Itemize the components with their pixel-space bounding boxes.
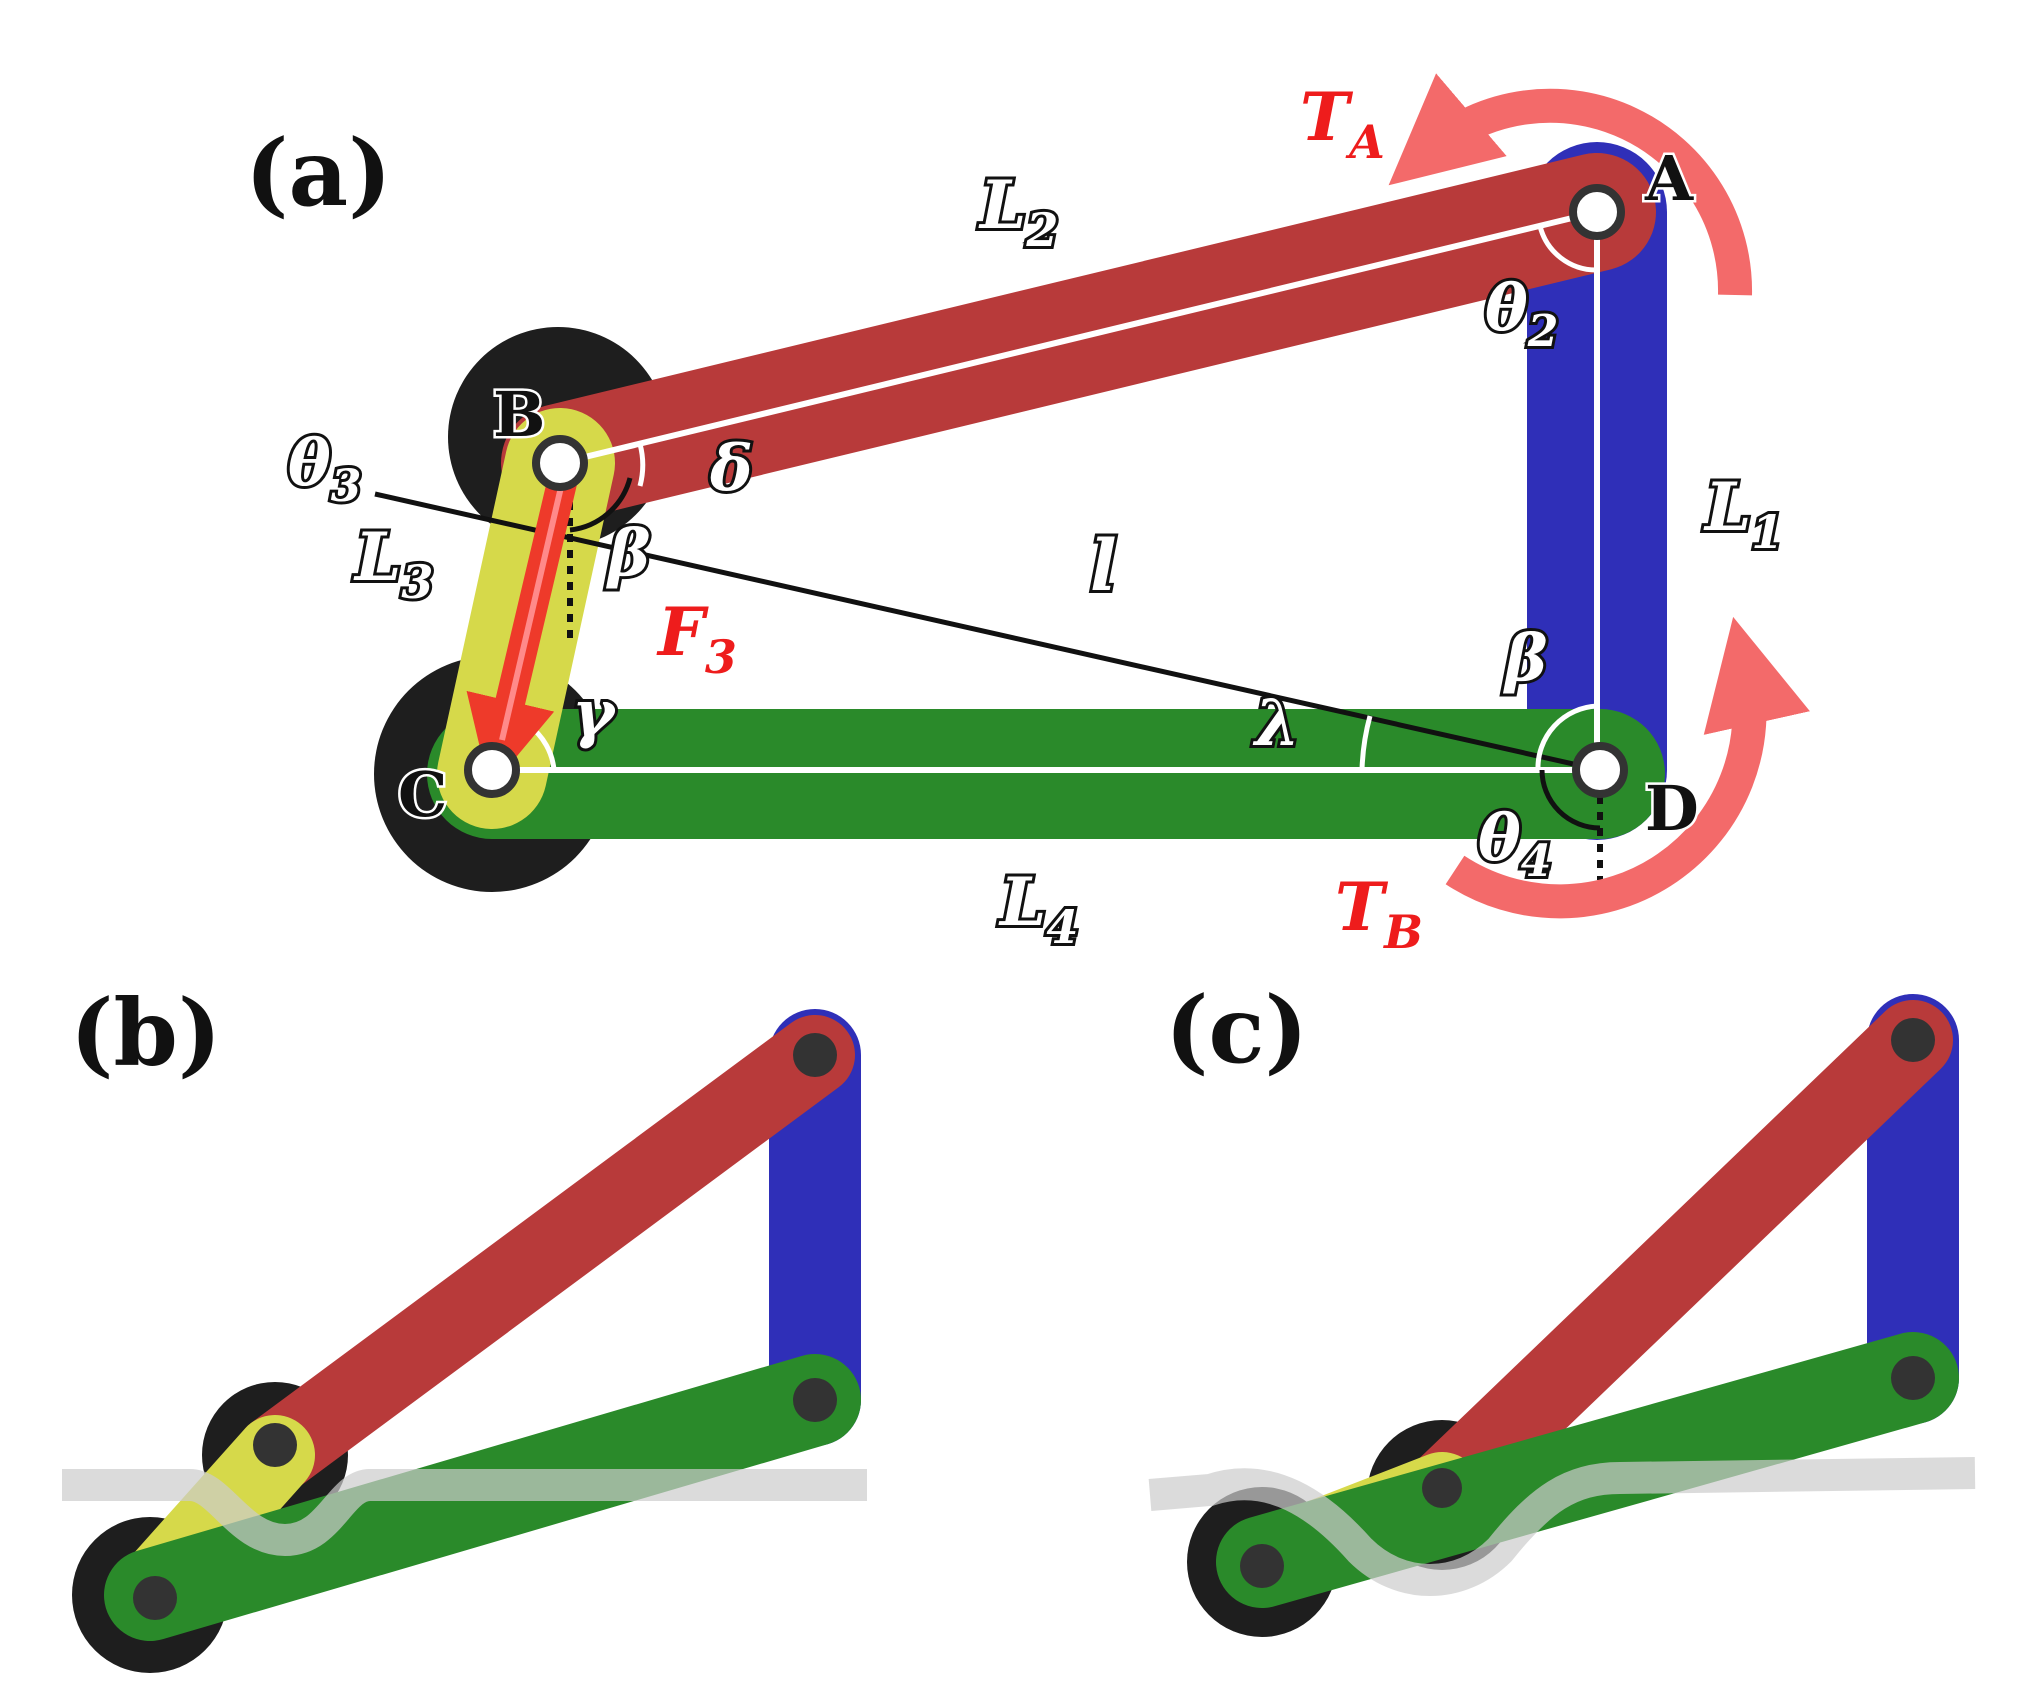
arc-lambda bbox=[1359, 715, 1373, 771]
torque-TB-arrow bbox=[1445, 616, 1810, 919]
label-TB: TB bbox=[1335, 868, 1423, 959]
label-L4: L4 bbox=[998, 863, 1078, 954]
point-label-A: A bbox=[1644, 142, 1694, 215]
torque-TA-arrow bbox=[1388, 73, 1753, 296]
panel-a-label: (a) bbox=[245, 119, 392, 227]
point-label-C: C bbox=[398, 758, 447, 831]
label-L1: L1 bbox=[1703, 468, 1783, 559]
label-L2: L2 bbox=[978, 166, 1058, 257]
label-lambda: λ bbox=[1252, 686, 1300, 761]
pivot-c-A bbox=[1891, 1018, 1935, 1062]
ground-b bbox=[62, 1469, 867, 1557]
panel-b-label: (b) bbox=[70, 979, 221, 1087]
pivot-c-C bbox=[1240, 1544, 1284, 1588]
link-c-L2 bbox=[1402, 1000, 1953, 1532]
label-TA: TA bbox=[1300, 78, 1385, 169]
pivot-b-C bbox=[133, 1576, 177, 1620]
label-theta4: θ4 bbox=[1478, 801, 1551, 887]
pivot-D bbox=[1572, 742, 1628, 798]
pivot-A bbox=[1569, 184, 1625, 240]
pivot-b-A bbox=[793, 1033, 837, 1077]
label-gamma: γ bbox=[572, 676, 617, 751]
label-beta-d: β bbox=[1503, 621, 1548, 696]
arc-theta4 bbox=[1539, 769, 1601, 831]
panel-c-label: (c) bbox=[1165, 976, 1308, 1084]
force-F3-arrow-highlight bbox=[499, 469, 568, 741]
label-delta: δ bbox=[709, 431, 753, 506]
diagonal-l bbox=[374, 491, 1601, 773]
label-theta2: θ2 bbox=[1485, 271, 1558, 357]
panel-b: (b) bbox=[62, 979, 867, 1673]
arc-theta2 bbox=[1537, 225, 1598, 273]
pivot-C bbox=[464, 742, 520, 798]
label-l: l bbox=[1090, 524, 1117, 607]
panel-c: (c) bbox=[1148, 976, 1976, 1637]
label-beta-b: β bbox=[606, 516, 651, 591]
pivot-c-B bbox=[1422, 1468, 1462, 1508]
link-b-L2 bbox=[235, 1015, 855, 1495]
label-F3: F3 bbox=[656, 593, 737, 684]
label-L3: L3 bbox=[353, 518, 433, 609]
pivot-c-D bbox=[1891, 1356, 1935, 1400]
pivot-B bbox=[532, 435, 588, 491]
pivot-b-D bbox=[793, 1378, 837, 1422]
arc-beta-d bbox=[1535, 703, 1598, 771]
ground-c bbox=[1148, 1457, 1976, 1596]
line-A-B bbox=[559, 209, 1598, 466]
point-label-B: B bbox=[493, 378, 545, 451]
pivot-b-B bbox=[253, 1423, 297, 1467]
panel-a: (a) bbox=[245, 73, 1810, 959]
point-label-D: D bbox=[1645, 772, 1699, 845]
arc-delta bbox=[637, 443, 646, 487]
label-theta3: θ3 bbox=[288, 426, 361, 512]
arc-beta-b bbox=[569, 477, 633, 533]
